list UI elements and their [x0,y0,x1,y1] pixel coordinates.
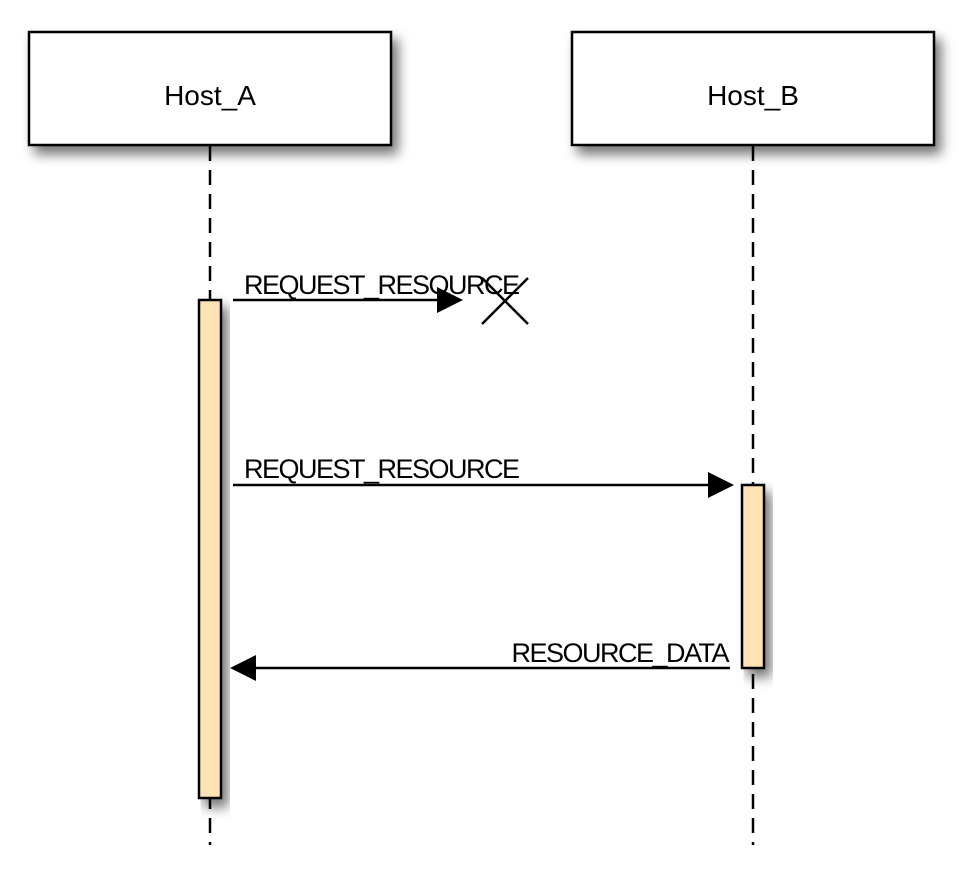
participant-host-a-label: Host_A [164,80,256,111]
message-resource-data: RESOURCE_DATA [230,638,731,681]
message-lost-request: REQUEST_RESOURCE [233,270,529,325]
participant-host-a: Host_A [27,30,393,147]
message-request-resource-label: REQUEST_RESOURCE [244,454,519,484]
message-request-resource: REQUEST_RESOURCE [233,454,734,498]
message-lost-request-label: REQUEST_RESOURCE [244,270,519,300]
participant-host-b: Host_B [570,30,936,147]
message-resource-data-label: RESOURCE_DATA [511,638,729,668]
lost-message-cross-icon [481,277,529,325]
message-resource-data-arrowhead [230,655,256,681]
participant-host-b-label: Host_B [707,80,799,111]
host-a-activation-bar [197,298,223,800]
message-request-resource-arrowhead [708,472,734,498]
host-b-activation-bar [740,483,766,670]
message-lost-request-arrowhead [437,287,463,313]
